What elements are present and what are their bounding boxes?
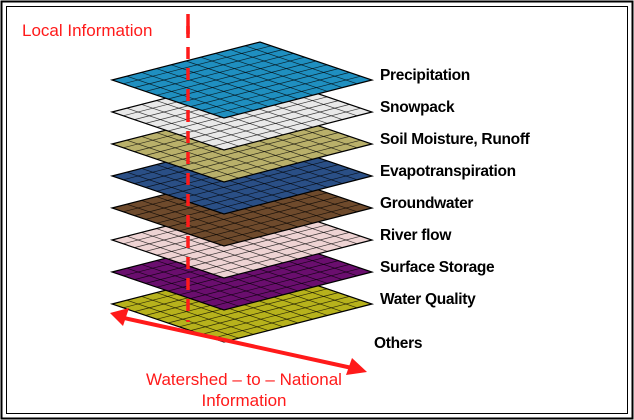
grid-line [179,64,328,104]
layer-label-3: Soil Moisture, Runoff [380,131,531,148]
grid-line [190,228,339,267]
grid-line [212,75,361,115]
grid-line [190,164,339,203]
grid-line [201,104,350,143]
national-arrow [110,308,367,375]
layer-label-7: Surface Storage [380,259,495,276]
grid-line [179,288,328,328]
grid-line [201,296,350,335]
grid-line [179,256,328,296]
layer-label-1: Precipitation [380,67,470,84]
arrow-right-head [346,358,367,375]
grid-line [190,260,339,299]
grid-line [201,72,350,111]
grid-line [245,45,358,85]
others-label: Others [374,335,422,352]
grid-line [230,49,343,88]
grid-line [200,56,313,96]
layer-label-2: Snowpack [380,99,455,116]
grid-line [190,132,339,171]
top-label: Local Information [22,21,152,40]
layer-1 [109,41,375,119]
grid-line [201,168,350,207]
arrow-left-head [110,308,129,326]
grid-line [212,299,361,339]
grid-line [185,60,299,100]
grid-line [212,235,361,275]
grid-line [212,139,361,179]
layer-label-6: River flow [380,227,452,244]
grid-line [201,264,350,303]
bottom-label-line2: Information [201,391,286,410]
grid-line [212,203,361,243]
inner-border [6,6,628,414]
layer-label-5: Groundwater [380,195,473,212]
grid-line [215,53,328,92]
grid-line [179,192,328,232]
grid-line [212,171,361,211]
grid-line [179,224,328,264]
bottom-label-line1: Watershed – to – National [146,370,342,389]
arrow-right-shaft [123,316,353,370]
layer-label-8: Water Quality [380,291,476,308]
grid-line [179,160,328,200]
layer-stack [109,41,375,343]
grid-line [201,200,350,239]
grid-line [201,232,350,271]
grid-line [190,68,339,107]
grid-line [179,96,328,136]
grid-line [190,100,339,139]
layer-labels: Water Quality Surface Storage River flow Gr… [380,67,531,308]
grid-line [212,107,361,147]
layer-label-4: Evapotranspiration [380,163,516,180]
grid-line [179,128,328,168]
grid-line [190,196,339,235]
grid-line [212,267,361,307]
grid-line [201,136,350,175]
top-label-bg [16,16,178,42]
grid-line [190,292,339,331]
